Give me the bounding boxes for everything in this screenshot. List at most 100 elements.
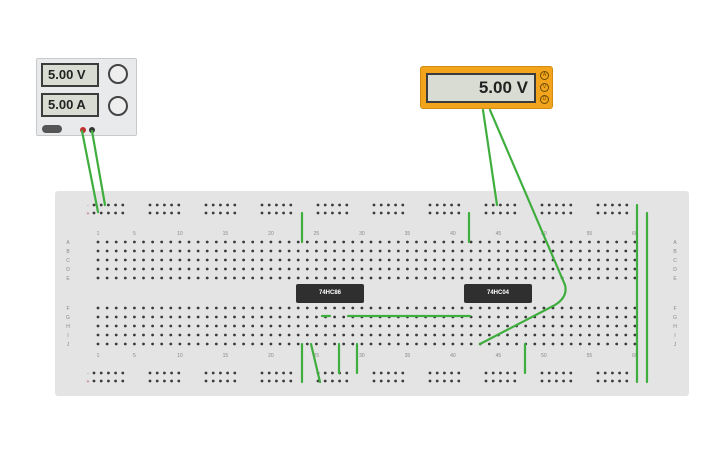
- breadboard-hole: [133, 324, 136, 328]
- current-knob[interactable]: [108, 96, 128, 116]
- breadboard-hole: [469, 258, 473, 262]
- breadboard-hole: [360, 267, 364, 271]
- breadboard-hole: [105, 267, 109, 271]
- breadboard-hole: [497, 306, 500, 310]
- breadboard-hole: [233, 371, 237, 375]
- breadboard-hole: [360, 342, 364, 346]
- breadboard-hole: [178, 342, 182, 346]
- breadboard-hole: [260, 203, 264, 207]
- breadboard-hole: [169, 249, 173, 253]
- breadboard-hole: [107, 211, 110, 215]
- breadboard-hole: [506, 267, 509, 271]
- mode-ohms[interactable]: Ω: [540, 95, 549, 104]
- breadboard-hole: [345, 371, 349, 375]
- breadboard-hole: [305, 342, 309, 346]
- breadboard[interactable]: [55, 191, 689, 396]
- breadboard-hole: [99, 203, 103, 207]
- breadboard-hole: [406, 276, 409, 280]
- power-toggle[interactable]: [42, 125, 62, 133]
- breadboard-hole: [338, 203, 341, 207]
- breadboard-hole: [588, 324, 591, 328]
- breadboard-hole: [433, 306, 437, 310]
- chip-74hc86[interactable]: 74HC86: [296, 284, 364, 303]
- breadboard-hole: [224, 324, 227, 328]
- breadboard-hole: [96, 342, 100, 346]
- breadboard-hole: [578, 306, 582, 310]
- breadboard-hole: [387, 333, 391, 337]
- mode-amps[interactable]: A: [540, 71, 549, 80]
- breadboard-hole: [533, 306, 537, 310]
- voltage-knob[interactable]: [108, 64, 128, 84]
- breadboard-hole: [442, 342, 446, 346]
- breadboard-hole: [451, 267, 455, 271]
- breadboard-hole: [160, 240, 164, 244]
- breadboard-hole: [187, 249, 191, 253]
- breadboard-hole: [369, 276, 373, 280]
- breadboard-hole: [542, 240, 546, 244]
- breadboard-hole: [170, 379, 174, 383]
- breadboard-hole: [506, 211, 509, 215]
- breadboard-hole: [396, 267, 400, 271]
- breadboard-hole: [569, 211, 573, 215]
- mode-volts[interactable]: V: [540, 83, 549, 92]
- breadboard-hole: [569, 240, 573, 244]
- breadboard-hole: [606, 240, 609, 244]
- breadboard-hole: [251, 342, 255, 346]
- breadboard-hole: [114, 371, 117, 375]
- breadboard-hole: [148, 203, 152, 207]
- breadboard-hole: [369, 306, 373, 310]
- breadboard-hole: [378, 276, 382, 280]
- breadboard-hole: [542, 276, 546, 280]
- breadboard-hole: [305, 324, 309, 328]
- breadboard-hole: [633, 249, 637, 253]
- breadboard-hole: [433, 249, 437, 253]
- breadboard-hole: [542, 249, 546, 253]
- breadboard-hole: [114, 258, 118, 262]
- breadboard-hole: [219, 211, 222, 215]
- breadboard-hole: [578, 276, 582, 280]
- breadboard-hole: [251, 333, 255, 337]
- breadboard-hole: [151, 240, 155, 244]
- breadboard-hole: [387, 342, 391, 346]
- breadboard-hole: [260, 249, 264, 253]
- breadboard-hole: [163, 211, 166, 215]
- power-supply[interactable]: 5.00 V 5.00 A: [36, 58, 137, 136]
- breadboard-hole: [251, 240, 255, 244]
- breadboard-hole: [214, 276, 218, 280]
- multimeter[interactable]: 5.00 V A V Ω: [420, 66, 553, 109]
- column-number: 10: [177, 353, 183, 359]
- breadboard-hole: [267, 211, 271, 215]
- chip-74hc04[interactable]: 74HC04: [464, 284, 532, 303]
- breadboard-hole: [542, 267, 546, 271]
- breadboard-hole: [497, 267, 500, 271]
- breadboard-hole: [287, 249, 291, 253]
- breadboard-hole: [351, 333, 355, 337]
- breadboard-hole: [379, 203, 383, 207]
- breadboard-hole: [196, 240, 200, 244]
- breadboard-hole: [233, 306, 236, 310]
- breadboard-hole: [260, 342, 264, 346]
- breadboard-hole: [177, 203, 181, 207]
- breadboard-hole: [177, 371, 181, 375]
- breadboard-hole: [316, 203, 320, 207]
- breadboard-hole: [369, 333, 373, 337]
- breadboard-hole: [624, 276, 628, 280]
- breadboard-hole: [487, 333, 491, 337]
- breadboard-hole: [615, 258, 619, 262]
- breadboard-hole: [624, 315, 628, 319]
- breadboard-hole: [142, 240, 145, 244]
- breadboard-hole: [219, 203, 222, 207]
- breadboard-hole: [506, 258, 509, 262]
- breadboard-hole: [170, 211, 174, 215]
- breadboard-hole: [151, 342, 155, 346]
- breadboard-hole: [555, 379, 558, 383]
- breadboard-hole: [442, 333, 446, 337]
- breadboard-hole: [378, 342, 382, 346]
- breadboard-hole: [569, 333, 573, 337]
- breadboard-hole: [606, 333, 609, 337]
- breadboard-hole: [178, 240, 182, 244]
- positive-terminal[interactable]: [80, 127, 86, 133]
- breadboard-hole: [597, 258, 600, 262]
- breadboard-hole: [415, 276, 418, 280]
- breadboard-hole: [214, 324, 218, 328]
